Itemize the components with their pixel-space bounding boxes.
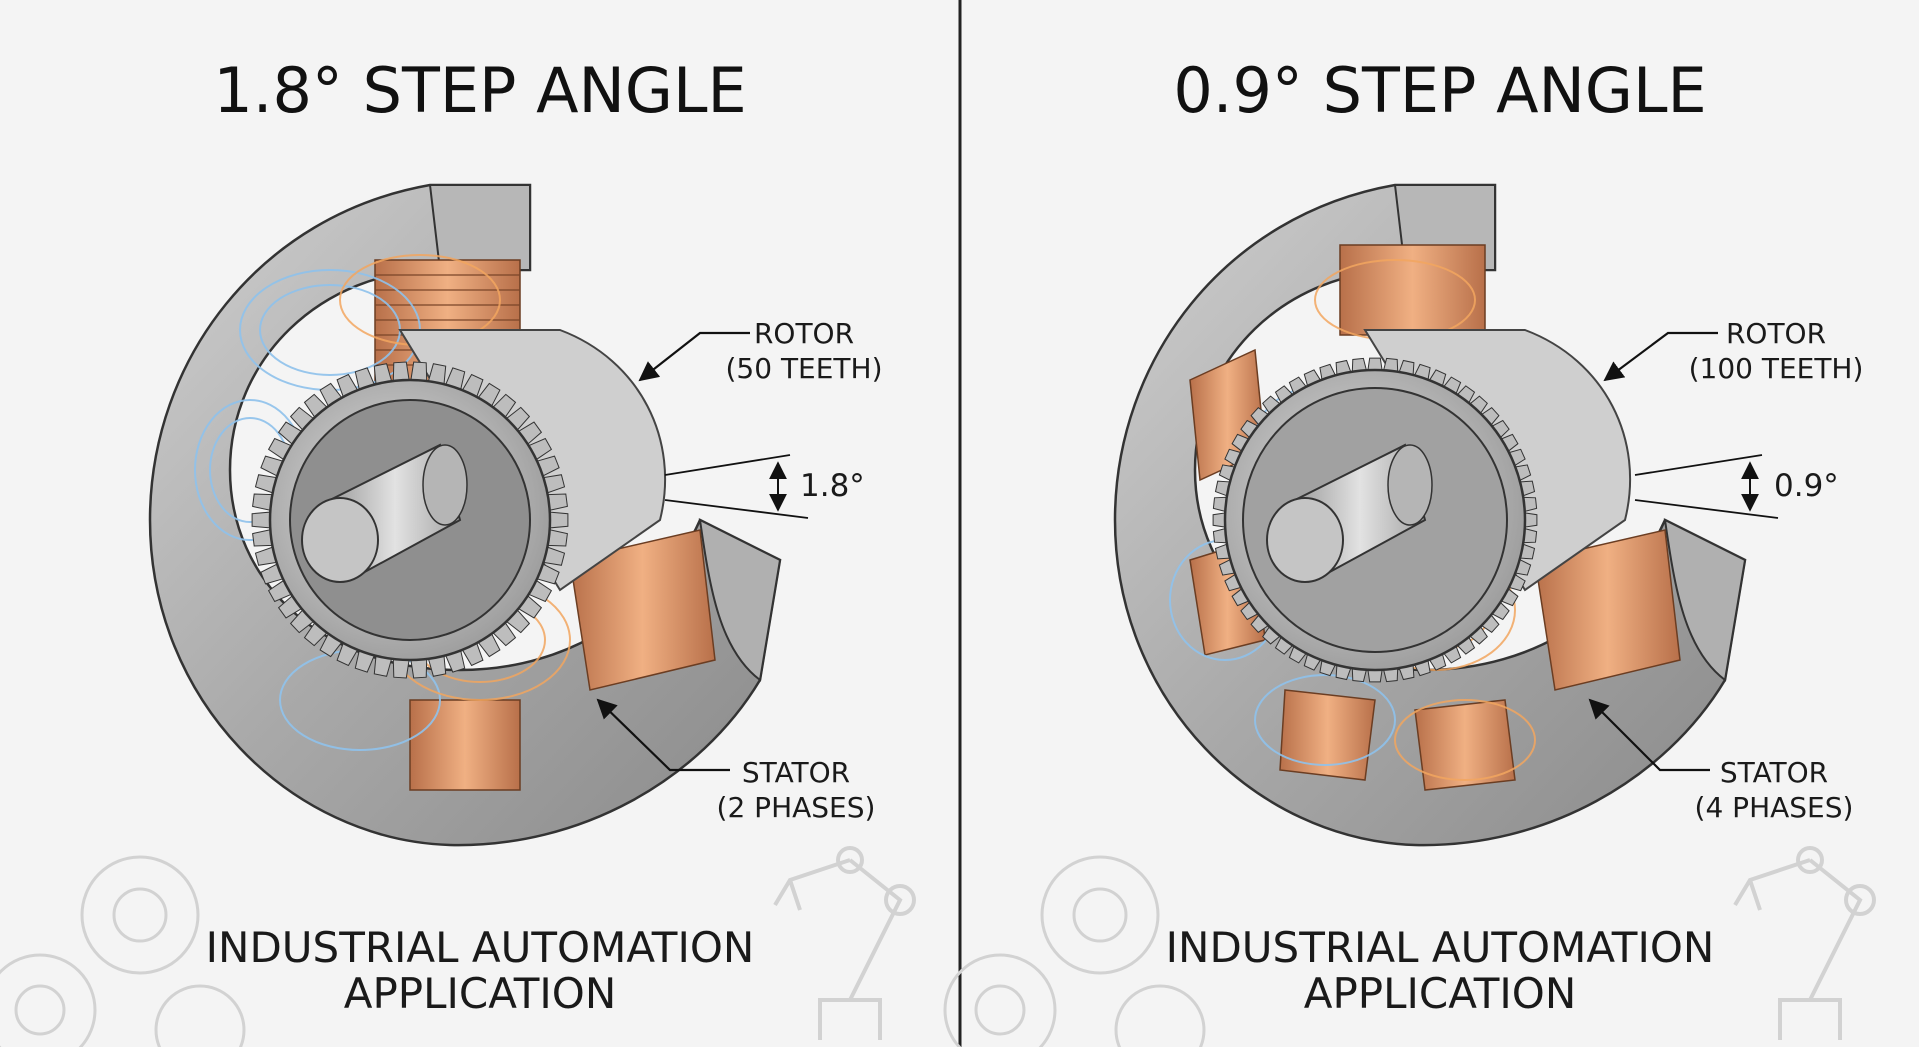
rotor-teeth — [1212, 357, 1538, 683]
rotor-tooth — [251, 511, 271, 529]
rotor-tooth — [392, 361, 410, 382]
rotor-tooth — [1367, 669, 1383, 683]
rotor-label-line1: ROTOR — [754, 317, 854, 350]
rotor-label-line2: (50 TEETH) — [725, 352, 882, 385]
stator-coil-right — [569, 529, 716, 691]
rotor-callout: ROTOR (50 TEETH) — [638, 317, 883, 385]
angle-label: 0.9° — [1774, 468, 1839, 504]
step-angle-indicator: 0.9° — [1634, 454, 1839, 519]
gear-icon — [943, 855, 1206, 1047]
rotor-tooth — [1367, 357, 1383, 371]
stator-callout: STATOR (4 PHASES) — [1588, 698, 1854, 824]
rotor-callout: ROTOR (100 TEETH) — [1603, 317, 1864, 385]
rotor-tooth — [410, 361, 428, 382]
rotor-tooth — [1524, 512, 1538, 528]
rotor-tooth — [549, 511, 569, 529]
footer-line2: APPLICATION — [344, 969, 617, 1018]
rotor-label-line1: ROTOR — [1726, 317, 1826, 350]
robot-arm-icon — [773, 846, 916, 1040]
step-angle-indicator: 1.8° — [664, 454, 865, 519]
footer-line1: INDUSTRIAL AUTOMATION — [1166, 923, 1715, 972]
angle-label: 1.8° — [800, 468, 865, 504]
panel-1-8-degree: 1.8° STEP ANGLE — [0, 54, 916, 1047]
motor-illustration — [1113, 183, 1747, 847]
stator-coil-bottom — [409, 699, 521, 791]
shaft — [1266, 443, 1433, 583]
stator-label-line1: STATOR — [742, 756, 850, 789]
rotor-label-line2: (100 TEETH) — [1689, 352, 1864, 385]
rotor-tooth — [410, 658, 428, 679]
panel-0-9-degree: 0.9° STEP ANGLE — [943, 54, 1876, 1047]
rotor-tooth — [392, 658, 410, 679]
motor-illustration — [148, 183, 782, 847]
robot-arm-icon — [1733, 846, 1876, 1040]
rotor-tooth — [1212, 512, 1226, 528]
stator-label-line2: (2 PHASES) — [717, 791, 876, 824]
panel-title: 0.9° STEP ANGLE — [1173, 54, 1706, 127]
stator-label-line2: (4 PHASES) — [1695, 791, 1854, 824]
stator-coils — [1189, 244, 1681, 791]
stator-label-line1: STATOR — [1720, 756, 1828, 789]
panel-title: 1.8° STEP ANGLE — [213, 54, 746, 127]
shaft — [301, 443, 468, 583]
gear-icon — [0, 855, 246, 1047]
stator-callout: STATOR (2 PHASES) — [596, 698, 876, 824]
footer-line2: APPLICATION — [1304, 969, 1577, 1018]
footer-line1: INDUSTRIAL AUTOMATION — [206, 923, 755, 972]
